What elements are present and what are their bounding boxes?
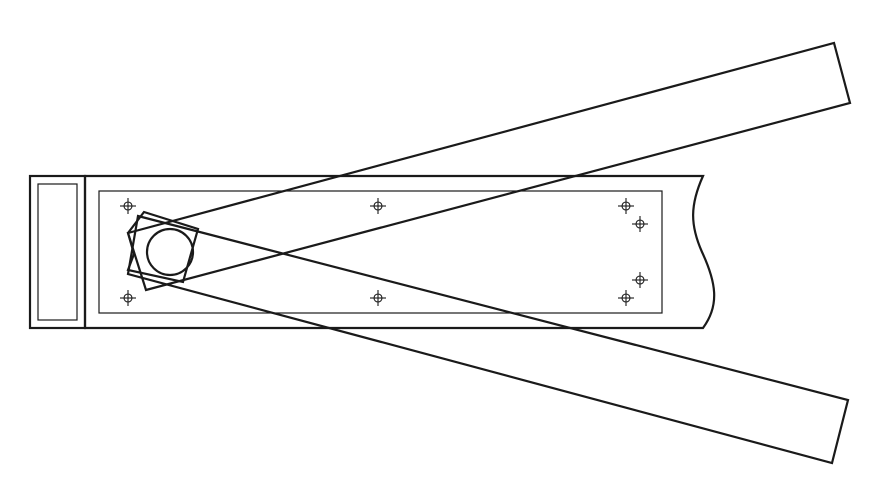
mounting-hole	[120, 290, 136, 306]
base-plate	[83, 174, 716, 330]
lower-arm	[126, 214, 850, 465]
upper-arm	[126, 41, 852, 292]
mounting-hole	[618, 290, 634, 306]
end-cap	[28, 174, 87, 330]
mounting-hole	[618, 198, 634, 214]
mounting-hole	[632, 272, 648, 288]
mounting-hole	[632, 216, 648, 232]
mounting-hole	[120, 198, 136, 214]
inner-panel	[98, 190, 663, 314]
end-cap-inner	[37, 183, 78, 321]
mounting-hole	[370, 290, 386, 306]
mounting-hole	[370, 198, 386, 214]
pivot-pin	[145, 227, 195, 277]
mounting-holes	[120, 198, 648, 306]
